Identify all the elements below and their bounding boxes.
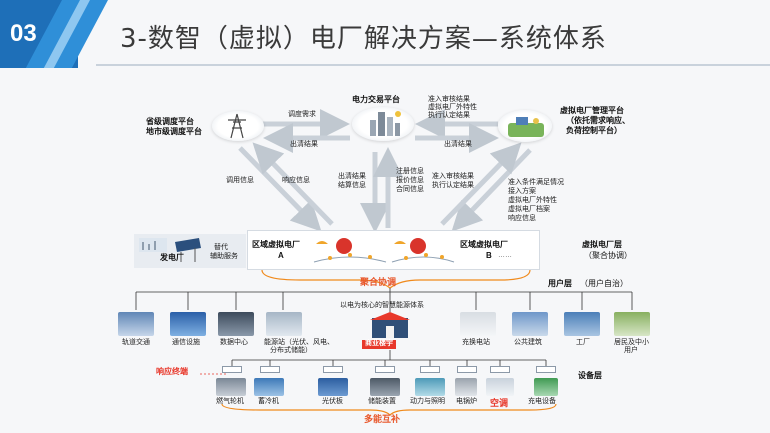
region-a-letter: A [278,251,284,260]
region-b-label: 区域虚拟电厂 [460,240,508,249]
province-dispatch-label: 省级调度平台 [146,117,194,126]
device-cold-storage: 蓄冷机 [258,398,279,405]
vpp-response-info-label: 响应信息 [508,215,536,222]
contract-info-label: 合同信息 [396,186,424,193]
device-gas-turbine: 燃气轮机 [216,398,244,405]
device-layer-label: 设备层 [578,371,602,380]
power-plant-icon [139,238,201,262]
user-telecom: 通信设施 [172,339,200,346]
air-conditioner-image [486,378,514,396]
multi-energy-label: 多能互补 [364,414,401,424]
terminal-tag [222,366,242,373]
terminal-tag [490,366,510,373]
audit-result-label: 准入审核结果 [428,96,470,103]
header-divider [96,64,770,66]
terminal-tag [260,366,280,373]
public-building-image [512,312,548,336]
factory-image [564,312,600,336]
commercial-building-icon [370,312,410,338]
settlement-info-label: 结算信息 [338,182,366,189]
aux-service-label: 辅助服务 [210,253,238,260]
user-residential: 居民及中小 [614,339,649,346]
audit-result-down-label: 准入审核结果 [432,173,474,180]
user-energy-station: 能源站（光伏、风电、 [264,339,334,346]
vpp-management-label: 虚拟电厂管理平台 [560,106,624,115]
vpp-characteristics-label: 虚拟电厂外特性 [428,104,477,111]
user-public-building: 公共建筑 [514,339,542,346]
cold-storage-image [254,378,284,396]
device-charger: 充电设备 [528,398,556,405]
response-terminal-label: 响应终端 [156,367,188,376]
user-datacenter: 数据中心 [220,339,248,346]
storage-image [370,378,400,396]
vpp-archive-label: 虚拟电厂档案 [508,206,550,213]
electric-boiler-image [455,378,477,396]
execution-result-down-label: 执行认定结果 [432,182,474,189]
user-layer-sub: （用户自治） [580,279,628,288]
clearing-result-right-label: 出清结果 [444,141,472,148]
city-dispatch-label: 地市级调度平台 [146,127,202,136]
city-buildings-icon [370,111,401,136]
vpp-layer-sub: （聚合协调） [584,251,632,260]
regional-vpp-container [247,230,540,270]
aggregate-coordination-label: 聚合协调 [360,277,397,287]
transmission-tower-icon [228,113,246,139]
user-layer-label: 用户层 [548,279,572,288]
terminal-tag [457,366,477,373]
region-b-letter: B [486,251,492,260]
access-plan-label: 接入方案 [508,188,536,195]
region-ellipsis: …… [498,252,512,259]
vpp-management-sub1: （依托需求响应、 [566,116,630,125]
rail-transit-image [118,312,154,336]
access-condition-label: 准入条件满足情况 [508,179,564,186]
user-energy-station-sub: 分布式储能） [270,347,312,354]
user-factory: 工厂 [576,339,590,346]
region-a-label: 区域虚拟电厂 [252,240,300,249]
execution-result-label: 执行认定结果 [428,112,470,119]
dispatch-demand-label: 调度需求 [288,111,316,118]
vpp-management-sub2: 负荷控制平台） [566,126,622,135]
gas-turbine-image [216,378,246,396]
response-info-label: 响应信息 [282,177,310,184]
residential-image [614,312,650,336]
trading-platform-label: 电力交易平台 [352,95,400,104]
telecom-image [170,312,206,336]
region-b-network-icon [391,238,455,263]
clearing-result-left-label: 出清结果 [290,141,318,148]
terminal-tag [420,366,440,373]
region-a-network-icon [313,238,387,263]
clearing-info-label: 出清结果 [338,173,366,180]
charger-image [534,378,558,396]
replace-label: 替代 [214,244,228,251]
device-storage: 储能装置 [368,398,396,405]
device-pv-panel: 光伏板 [322,398,343,405]
device-power-lighting: 动力与照明 [410,398,445,405]
dispatch-info-label: 调用信息 [226,177,254,184]
energy-station-image [266,312,302,336]
user-rail-transit: 轨道交通 [122,339,150,346]
terminal-tag [536,366,556,373]
terminal-tag [323,366,343,373]
registration-info-label: 注册信息 [396,168,424,175]
vpp-external-label: 虚拟电厂外特性 [508,197,557,204]
power-plant-label: 发电厂 [160,253,184,262]
page-title: 3-数智（虚拟）电厂解决方案—系统体系 [120,24,607,54]
vpp-layer-label: 虚拟电厂层 [582,240,622,249]
commercial-building-label: 商业楼宇 [362,340,396,349]
smart-energy-caption: 以电为核心的智慧能源体系 [340,302,424,309]
pv-panel-image [318,378,348,396]
green-energy-icon [508,117,544,137]
user-charging-station: 充换电站 [462,339,490,346]
device-electric-boiler: 电锅炉 [456,398,477,405]
charging-station-image [460,312,496,336]
user-residential-sub: 用户 [624,347,638,354]
quote-info-label: 报价信息 [396,177,424,184]
device-air-conditioner: 空调 [490,398,509,408]
datacenter-image [218,312,254,336]
section-number: 03 [10,20,37,47]
terminal-tag [375,366,395,373]
power-lighting-image [415,378,445,396]
